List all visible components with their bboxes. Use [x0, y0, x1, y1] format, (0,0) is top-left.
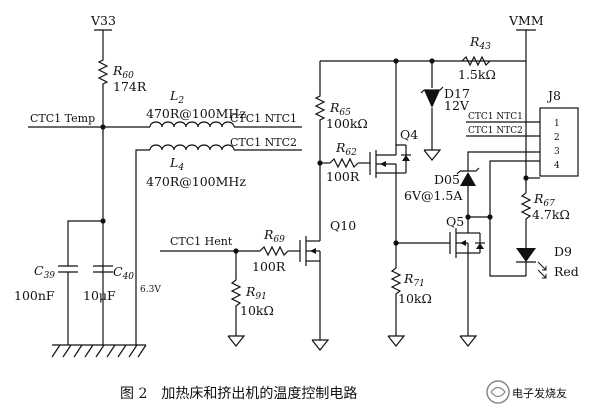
hent-input: CTC1 Hent	[160, 235, 260, 252]
resistor-r67: R67 4.7kΩ	[520, 175, 570, 240]
resistor-r65: R65 100kΩ	[314, 92, 368, 140]
ctc1-hent-label: CTC1 Hent	[170, 235, 233, 248]
r67-value: 4.7kΩ	[532, 207, 570, 222]
watermark-logo: 电子发烧友	[486, 380, 567, 404]
figure-caption: 图 2 加热床和挤出机的温度控制电路	[120, 386, 357, 402]
d9-ref: D9	[554, 244, 572, 259]
v33-rail: V33	[90, 13, 116, 55]
svg-text:R62: R62	[335, 140, 357, 158]
svg-text:C40: C40	[113, 264, 134, 282]
resistor-r43: R43 1.5kΩ	[458, 34, 496, 82]
c39-value: 100nF	[14, 288, 55, 303]
v33-label: V33	[90, 13, 116, 28]
inductor-l2: L2 470R@100MHz	[146, 88, 302, 128]
mosfet-q5: Q5	[446, 214, 485, 336]
q5-label: Q5	[446, 214, 464, 229]
l4-value: 470R@100MHz	[146, 174, 246, 189]
j8-pin-3: 3	[554, 147, 560, 157]
q10-label: Q10	[330, 218, 356, 233]
j8-pin-2: 2	[554, 133, 560, 143]
svg-text:R43: R43	[469, 34, 491, 52]
connector-j8: J8 1 2 3 4 CTC1 NTC1 CTC1 NTC2	[466, 88, 579, 177]
svg-text:C39: C39	[34, 263, 55, 281]
resistor-r60: R60 174R	[97, 55, 147, 94]
r60-value: 174R	[113, 79, 147, 94]
ctc1-ntc1-label: CTC1 NTC1	[230, 112, 297, 125]
vmm-rail: VMM	[508, 13, 544, 178]
watermark-text: 电子发烧友	[512, 386, 567, 400]
r62-value: 100R	[326, 169, 360, 184]
r69-value: 100R	[252, 259, 286, 274]
l2-value: 470R@100MHz	[146, 106, 246, 121]
ctc1-ntc2-label: CTC1 NTC2	[230, 136, 297, 149]
ctc1-temp-label: CTC1 Temp	[30, 112, 95, 125]
svg-text:L4: L4	[169, 155, 184, 173]
d9-value: Red	[554, 264, 579, 279]
c40-rating: 6.3V	[140, 285, 161, 295]
svg-text:R69: R69	[263, 227, 285, 245]
j8-label-ntc1: CTC1 NTC1	[468, 112, 523, 122]
r71-value: 10kΩ	[398, 291, 432, 306]
j8-ref: J8	[546, 88, 561, 103]
mosfet-q10: Q10	[299, 218, 356, 340]
resistor-r62: R62 100R	[320, 140, 370, 184]
svg-text:R67: R67	[533, 191, 555, 209]
j8-pin-4: 4	[554, 161, 560, 171]
svg-text:R65: R65	[329, 100, 351, 118]
vmm-label: VMM	[508, 13, 544, 28]
d05-ref: D05	[434, 172, 460, 187]
resistor-r71: R71 10kΩ	[387, 243, 432, 347]
capacitor-c39: C39 100nF	[14, 220, 103, 345]
chassis-ground-left	[51, 344, 147, 358]
r43-value: 1.5kΩ	[458, 67, 496, 82]
d05-value: 6V@1.5A	[404, 188, 463, 203]
inductor-l4: L4 470R@100MHz	[135, 144, 302, 345]
q4-label: Q4	[400, 127, 418, 142]
zener-d17: D17 12V	[420, 61, 470, 161]
c40-value: 10μF	[83, 288, 116, 303]
svg-text:L2: L2	[169, 88, 184, 106]
mosfet-q4: Q4	[369, 127, 418, 180]
capacitor-c40: C40 10μF 6.3V	[83, 264, 161, 303]
led-d9: D9 Red	[516, 240, 579, 279]
d17-value: 12V	[444, 98, 470, 113]
r65-value: 100kΩ	[326, 116, 368, 131]
j8-label-ntc2: CTC1 NTC2	[468, 126, 523, 136]
j8-pin-1: 1	[554, 119, 560, 129]
resistor-r69: R69 100R	[252, 227, 300, 274]
r91-value: 10kΩ	[240, 303, 274, 318]
zener-d05: D05 6V@1.5A	[404, 151, 540, 217]
svg-text:R91: R91	[245, 284, 267, 302]
d17-ref: D17	[444, 86, 470, 101]
resistor-r91: R91 10kΩ	[227, 251, 274, 347]
svg-text:R60: R60	[112, 63, 134, 81]
svg-text:R71: R71	[403, 271, 425, 289]
net-ctc1-temp: CTC1 Temp	[28, 112, 150, 128]
